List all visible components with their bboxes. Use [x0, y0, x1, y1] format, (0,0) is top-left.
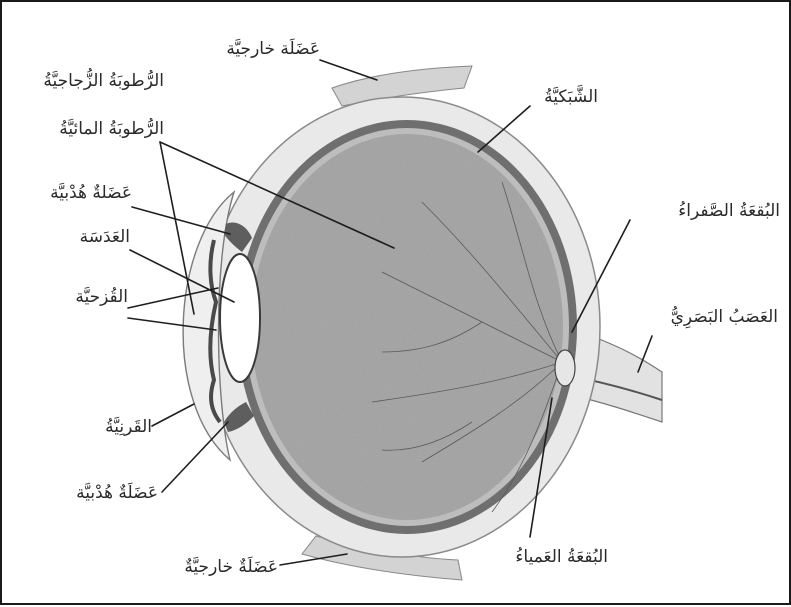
label-iris: القُزحيَّة — [75, 287, 128, 307]
leader-cornea — [152, 404, 194, 426]
label-aqueous-humor: الرُّطوبَةُ المائيَّةُ — [59, 118, 164, 139]
leader-vitreous-2 — [160, 142, 194, 314]
vitreous-body-shape — [251, 134, 563, 520]
label-vitreous-humor: الرُّطوبَةُ الزُّجاجيَّةُ — [43, 68, 164, 91]
label-extrinsic-muscle-top: عَضَلَة خارجيَّة — [226, 37, 320, 59]
label-ciliary-muscle-top: عَضَلةٌ هُدْبيَّة — [50, 183, 132, 203]
label-retina: الشَّبَكيَّةُ — [544, 85, 598, 107]
label-yellow-spot: البُقعَةُ الصَّفراءُ — [678, 201, 780, 221]
leader-ciliary-bottom — [162, 422, 228, 492]
label-blind-spot: البُقعَةُ العَمياءُ — [515, 547, 608, 567]
label-optic-nerve: العَصَبُ البَصَرِيُّ — [671, 306, 778, 329]
label-ciliary-muscle-bottom: عَضَلَةٌ هُدْبيَّة — [76, 481, 158, 503]
label-extrinsic-muscle-bottom: عَضَلَةٌ خارجيَّةٌ — [184, 555, 278, 577]
leader-extrinsic-top — [320, 60, 377, 80]
label-cornea: القَرنِيَّةُ — [105, 417, 152, 437]
optic-disc-shape — [555, 350, 575, 386]
label-lens: العَدَسَة — [80, 227, 130, 247]
lens-shape — [220, 254, 260, 382]
